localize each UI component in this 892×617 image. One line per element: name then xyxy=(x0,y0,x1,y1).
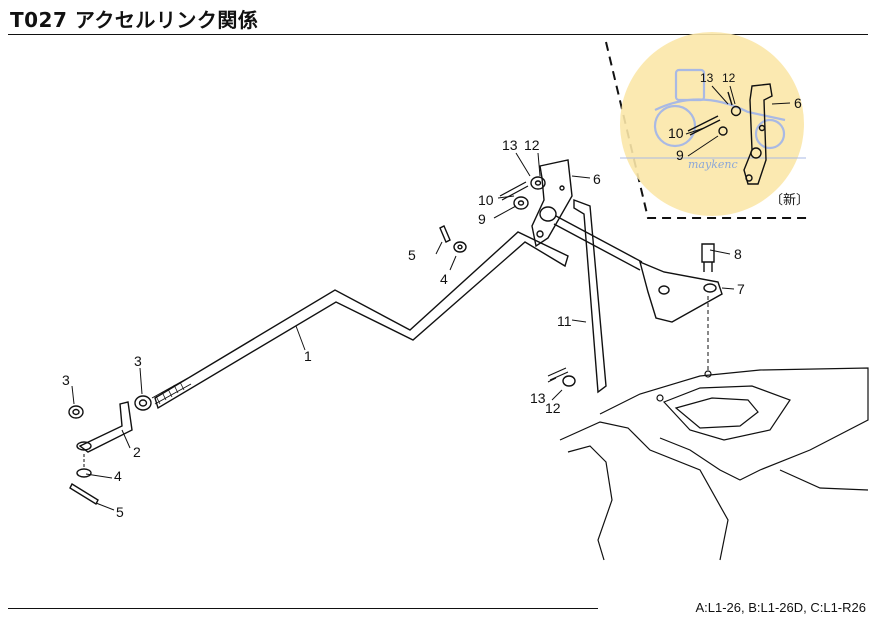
inset-border xyxy=(605,41,810,219)
inset-parts xyxy=(687,83,773,185)
callout-2: 2 xyxy=(133,444,141,460)
inset-callout-13: 13 xyxy=(700,71,714,85)
bolt-part-8 xyxy=(701,243,715,372)
callout-4-center: 4 xyxy=(440,271,448,287)
callout-5-center: 5 xyxy=(408,247,416,263)
rod-part-11 xyxy=(547,198,607,394)
nut-part-3-right xyxy=(134,395,152,411)
inset-callout-12: 12 xyxy=(722,71,736,85)
engine-casting xyxy=(559,367,869,561)
watermark-text: maykenc xyxy=(688,158,738,171)
lever-bracket-part-6 xyxy=(531,159,573,248)
callout-6: 6 xyxy=(593,171,601,187)
header-rule xyxy=(8,34,868,35)
callout-5-left: 5 xyxy=(116,504,124,520)
pin-part-5-left xyxy=(69,483,99,505)
footer-rule xyxy=(8,608,598,609)
callout-7: 7 xyxy=(737,281,745,297)
inset-callout-6: 6 xyxy=(794,95,802,111)
leader-lines xyxy=(71,152,735,511)
pin-part-5-center xyxy=(439,225,451,243)
nut-part-3-left xyxy=(68,405,84,419)
left-bracket-part-2 xyxy=(76,401,133,453)
callout-12-bottom: 12 xyxy=(545,400,561,416)
washer-part-9 xyxy=(513,196,529,210)
model-list: A:L1-26, B:L1-26D, C:L1-R26 xyxy=(695,600,866,615)
callout-13-top: 13 xyxy=(502,137,518,153)
inset-callout-10: 10 xyxy=(668,125,684,141)
spring-part-10 xyxy=(499,181,529,201)
washer-part-4-center xyxy=(453,241,467,253)
inset-leaders xyxy=(685,85,791,157)
callout-labels: 1 2 3 3 4 4 5 5 6 7 8 9 10 11 12 12 13 1… xyxy=(62,137,745,520)
washer-part-12-top xyxy=(530,176,546,190)
callout-3-right: 3 xyxy=(134,353,142,369)
callout-9: 9 xyxy=(478,211,486,227)
callout-8: 8 xyxy=(734,246,742,262)
shaft-plate-part-7 xyxy=(553,215,723,323)
callout-3-left: 3 xyxy=(62,372,70,388)
callout-11: 11 xyxy=(557,313,572,329)
inset-callout-9: 9 xyxy=(676,147,684,163)
callout-4-left: 4 xyxy=(114,468,122,484)
inset-new-tag: 〔新〕 xyxy=(770,192,809,208)
washer-part-4-left xyxy=(76,454,92,478)
inset-labels: 13 12 6 10 9 〔新〕 xyxy=(668,71,809,208)
rod-part-1 xyxy=(151,231,569,410)
callout-10: 10 xyxy=(478,192,494,208)
page-title: T027 アクセルリンク関係 xyxy=(10,8,259,32)
callout-12-top: 12 xyxy=(524,137,540,153)
callout-1: 1 xyxy=(304,348,312,364)
callout-13-bottom: 13 xyxy=(530,390,546,406)
